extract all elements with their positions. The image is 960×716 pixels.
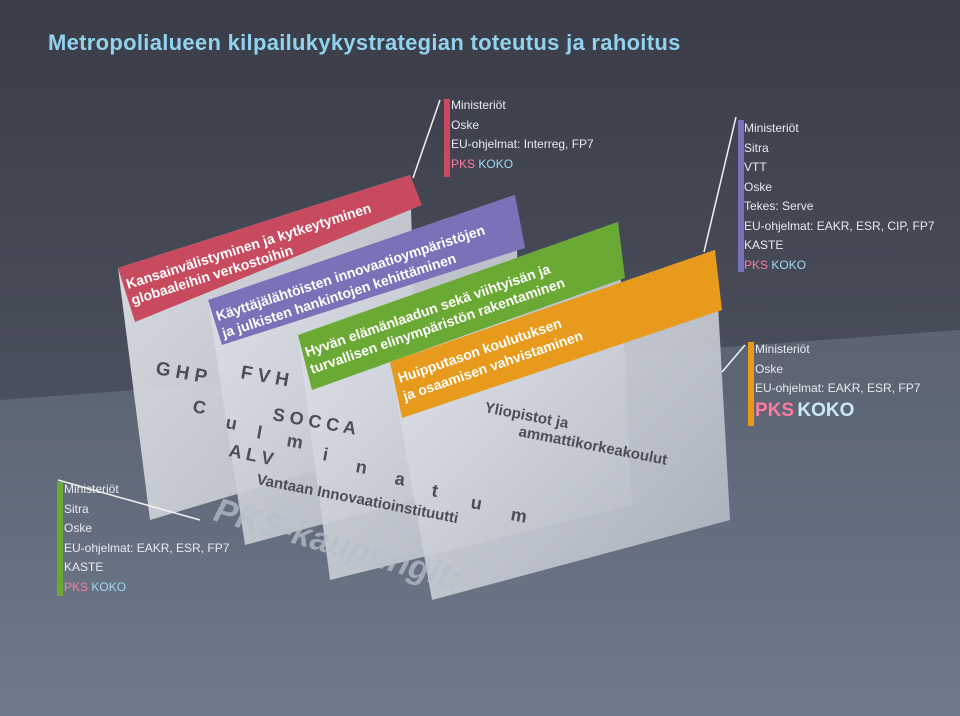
koko-label: KOKO: [797, 399, 855, 421]
funder-item: EU-ohjelmat: EAKR, ESR, FP7: [755, 381, 921, 395]
l-label: l: [255, 422, 263, 443]
funder-item: Ministeriöt: [64, 482, 119, 496]
a-label: a: [393, 468, 407, 490]
m2-label: m: [509, 504, 528, 526]
purple-funder-bar: [738, 120, 744, 272]
c-label: C: [191, 396, 207, 418]
funder-item: Oske: [64, 521, 93, 535]
funder-item: Sitra: [64, 501, 89, 516]
pks-label: PKS: [755, 399, 795, 421]
funders-red: Ministeriöt Oske EU-ohjelmat: Interreg, …: [451, 96, 594, 174]
funder-item: PKS KOKO: [64, 578, 229, 598]
funders-purple: Ministeriöt Sitra VTT Oske Tekes: Serve …: [744, 119, 935, 275]
page-title: Metropolialueen kilpailukykystrategian t…: [48, 30, 681, 55]
funder-item: Sitra: [744, 140, 769, 155]
funders-orange: Ministeriöt Oske EU-ohjelmat: EAKR, ESR,…: [755, 340, 920, 422]
i-label: i: [321, 444, 329, 465]
koko-label: KOKO: [478, 156, 514, 171]
u-label: u: [224, 412, 238, 434]
funder-item: Tekes: Serve: [744, 199, 814, 213]
funder-item: Ministeriöt: [451, 98, 506, 112]
pks-label: PKS: [451, 156, 476, 171]
funder-item: KASTE: [744, 238, 784, 252]
funders-green: Ministeriöt Sitra Oske EU-ohjelmat: EAKR…: [64, 480, 229, 597]
funder-item: EU-ohjelmat: EAKR, ESR, FP7: [64, 540, 230, 555]
koko-label: KOKO: [91, 579, 127, 594]
panel-orange: [390, 250, 730, 600]
u2-label: u: [469, 492, 483, 514]
m1-label: m: [285, 430, 304, 452]
koko-label: KOKO: [771, 257, 807, 272]
pks-label: PKS: [744, 257, 769, 272]
funder-item: EU-ohjelmat: Interreg, FP7: [451, 137, 594, 151]
t-label: t: [430, 480, 439, 501]
funder-item: PKS KOKO: [744, 256, 935, 276]
connector-lines: [57, 99, 746, 521]
green-funder-bar: [57, 482, 63, 596]
funder-item: Ministeriöt: [744, 121, 799, 135]
pks-label: PKS: [64, 579, 89, 594]
funder-item: PKS KOKO: [755, 399, 920, 423]
funder-item: Oske: [744, 179, 773, 194]
funder-item: VTT: [744, 160, 767, 174]
funder-item: Oske: [755, 361, 784, 376]
funder-item: Oske: [451, 117, 480, 132]
funder-item: PKS KOKO: [451, 155, 594, 175]
n-label: n: [354, 456, 368, 478]
red-funder-bar: [444, 99, 450, 177]
funder-item: KASTE: [64, 560, 104, 574]
orange-funder-bar: [748, 342, 754, 426]
funder-item: EU-ohjelmat: EAKR, ESR, CIP, FP7: [744, 218, 935, 233]
funder-item: Ministeriöt: [755, 342, 810, 356]
